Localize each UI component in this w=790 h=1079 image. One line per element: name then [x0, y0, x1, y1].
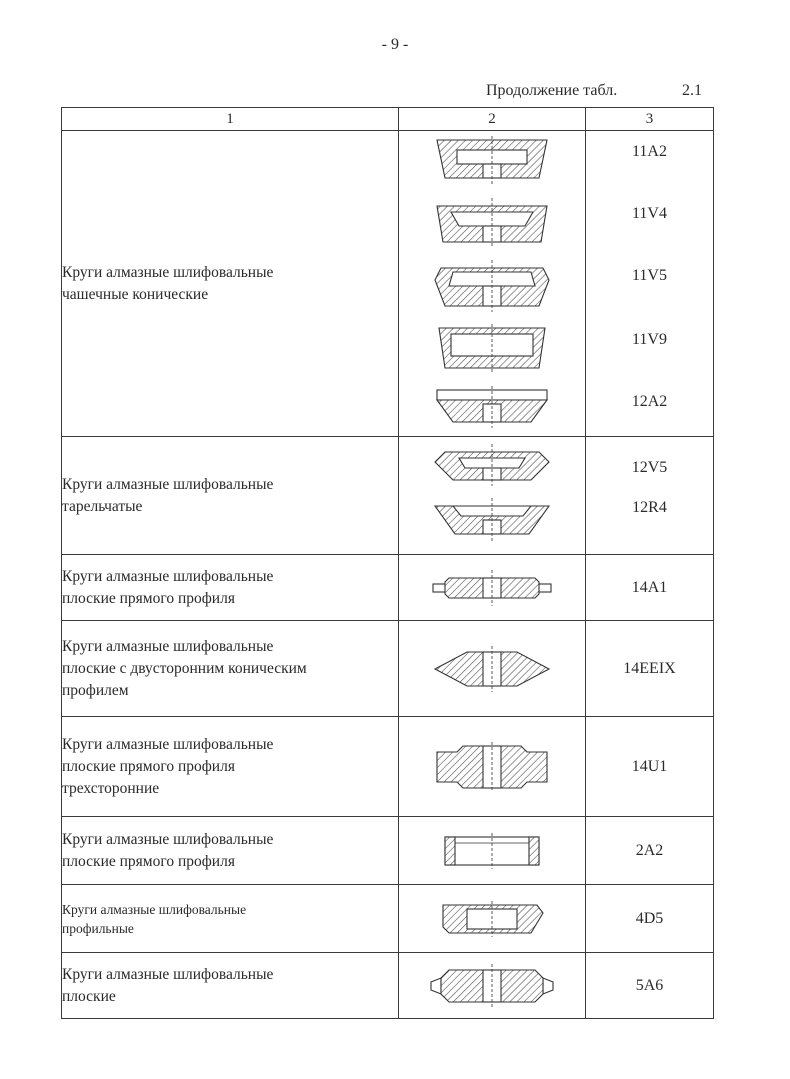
table-row: Круги алмазные шлифовальные плоские 5A6 [61, 952, 714, 1019]
wheel-codes: 11A2 11V4 11V5 11V9 12A2 [585, 130, 714, 437]
wheel-name-line: плоские прямого профиля [62, 757, 235, 775]
wheel-code: 12R4 [632, 499, 667, 516]
wheel-code: 11V9 [632, 331, 667, 348]
table-row: Круги алмазные шлифовальные плоские прям… [61, 554, 714, 621]
wheel-profile-drawings [398, 436, 586, 555]
wheel-profile-drawing [432, 569, 552, 606]
wheel-name: Круги алмазные шлифовальные чашечные кон… [61, 130, 399, 437]
page-number: - 9 - [381, 36, 409, 53]
wheel-profile-drawing-cell [398, 620, 586, 717]
wheel-name: Круги алмазные шлифовальные плоские [61, 952, 399, 1019]
wheel-profile-drawing [442, 900, 544, 937]
table-row: Круги алмазные шлифовальные чашечные кон… [61, 130, 714, 437]
wheel-code: 12A2 [631, 393, 668, 410]
table-row: Круги алмазные шлифовальные плоские прям… [61, 716, 714, 817]
table-caption: Продолжение табл. 2.1 [486, 82, 702, 100]
wheel-name-line: трехсторонние [62, 779, 160, 797]
wheel-name: Круги алмазные шлифовальные плоские прям… [61, 716, 399, 817]
table-header-row: 1 2 3 [61, 107, 714, 131]
wheel-name-line: профилем [62, 681, 129, 699]
wheel-name-line: Круги алмазные шлифовальные [62, 475, 274, 493]
wheel-code: 11A2 [632, 143, 667, 160]
wheel-name-line: Круги алмазные шлифовальные [62, 830, 274, 848]
wheel-profile-drawings [398, 130, 586, 437]
wheel-profile-drawing-cell [398, 884, 586, 953]
wheel-name-line: Круги алмазные шлифовальные [62, 965, 274, 983]
table-row: Круги алмазные шлифовальные плоские с дв… [61, 620, 714, 717]
table-caption-text: Продолжение табл. [486, 82, 618, 99]
wheel-name-line: чашечные конические [62, 285, 209, 303]
wheel-name-line: Круги алмазные шлифовальные [62, 901, 247, 917]
wheel-profile-drawing [433, 443, 551, 542]
wheel-profile-drawing-cell [398, 816, 586, 885]
wheel-name-line: плоские прямого профиля [62, 589, 235, 607]
wheel-code: 11V4 [632, 205, 667, 222]
wheel-code: 14A1 [585, 554, 714, 621]
column-header-1: 1 [61, 107, 399, 131]
column-header-2: 2 [398, 107, 586, 131]
wheel-name-line: плоские с двусторонним коническим [62, 659, 307, 677]
wheel-code: 11V5 [632, 267, 667, 284]
wheel-profile-drawing [444, 832, 540, 869]
table-caption-number: 2.1 [682, 82, 702, 99]
wheel-profile-drawing-cell [398, 952, 586, 1019]
table-row: Круги алмазные шлифовальные плоские прям… [61, 816, 714, 885]
wheel-codes: 12V5 12R4 [585, 436, 714, 555]
wheel-code: 14U1 [585, 716, 714, 817]
wheel-name: Круги алмазные шлифовальные плоские прям… [61, 554, 399, 621]
wheel-code: 4D5 [585, 884, 714, 953]
wheel-code: 2A2 [585, 816, 714, 885]
wheel-name-line: Круги алмазные шлифовальные [62, 637, 274, 655]
wheel-profile-drawing [433, 645, 551, 692]
wheel-name: Круги алмазные шлифовальные тарельчатые [61, 436, 399, 555]
wheel-name-line: плоские [62, 987, 116, 1005]
wheel-name-line: плоские прямого профиля [62, 852, 235, 870]
wheel-profile-drawing-cell [398, 554, 586, 621]
wheel-name-line: профильные [62, 920, 134, 936]
wheel-profile-drawing [436, 741, 548, 792]
wheel-name: Круги алмазные шлифовальные плоские прям… [61, 816, 399, 885]
column-header-3: 3 [585, 107, 714, 131]
wheel-profile-drawing [434, 135, 550, 428]
wheel-name-line: Круги алмазные шлифовальные [62, 735, 274, 753]
wheel-code: 14EEIX [585, 620, 714, 717]
wheel-name: Круги алмазные шлифовальные профильные [61, 884, 399, 953]
wheel-profile-drawing-cell [398, 716, 586, 817]
wheel-name-line: Круги алмазные шлифовальные [62, 567, 274, 585]
wheel-name-line: тарельчатые [62, 497, 143, 515]
wheel-name-line: Круги алмазные шлифовальные [62, 263, 274, 281]
table-row: Круги алмазные шлифовальные профильные 4… [61, 884, 714, 953]
wheel-profile-drawing [430, 963, 554, 1008]
wheels-table: 1 2 3 Круги алмазные шлифовальные чашечн… [61, 107, 714, 1019]
wheel-name: Круги алмазные шлифовальные плоские с дв… [61, 620, 399, 717]
wheel-code: 12V5 [631, 459, 668, 476]
wheel-code: 5A6 [585, 952, 714, 1019]
table-row: Круги алмазные шлифовальные тарельчатые [61, 436, 714, 555]
